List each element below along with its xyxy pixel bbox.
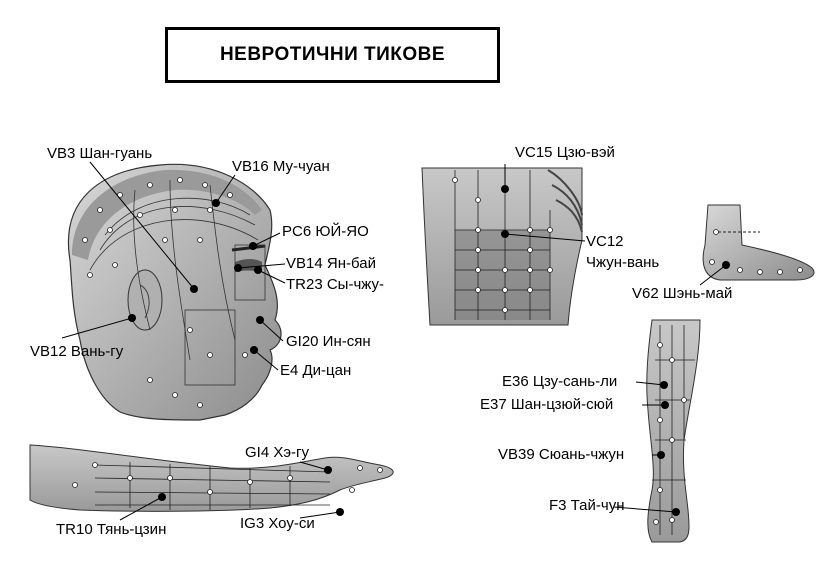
label-v62: V62 Шэнь-май [632, 285, 733, 302]
label-e4: E4 Ди-цан [280, 362, 352, 379]
label-gi20: GI20 Ин-сян [286, 333, 371, 350]
page-title: НЕВРОТИЧНИ ТИКОВЕ [219, 44, 446, 65]
arm-illustration [29, 444, 394, 516]
label-vb3: VB3 Шан-гуань [47, 145, 153, 162]
label-vb14: VB14 Ян-бай [286, 255, 376, 272]
foot-illustration [702, 204, 815, 281]
head-leader-lines [61, 161, 286, 371]
torso-illustration [418, 167, 583, 326]
label-e37: E37 Шан-цзюй-сюй [480, 396, 614, 413]
label-tr10: TR10 Тянь-цзин [56, 521, 167, 538]
label-vc15: VC15 Цзю-вэй [515, 144, 615, 161]
title-box: НЕВРОТИЧНИ ТИКОВЕ [165, 27, 500, 83]
label-vc12-code: VC12 [586, 233, 624, 250]
label-e36: E36 Цзу-сань-ли [502, 373, 618, 390]
label-f3: F3 Тай-чун [549, 497, 625, 514]
head-illustration [68, 163, 282, 421]
label-vb12: VB12 Вань-гу [30, 343, 124, 360]
label-gi4: GI4 Хэ-гу [245, 444, 309, 461]
label-vb39: VB39 Сюань-чжун [498, 446, 625, 463]
label-tr23: TR23 Сы-чжу- [286, 276, 384, 293]
leg-illustration [646, 319, 701, 543]
label-vc12-name: Чжун-вань [586, 254, 660, 271]
label-pc6: PC6 ЮЙ-ЯО [282, 223, 369, 240]
label-ig3: IG3 Хоу-си [240, 515, 315, 532]
label-vb16: VB16 Му-чуан [232, 158, 330, 175]
